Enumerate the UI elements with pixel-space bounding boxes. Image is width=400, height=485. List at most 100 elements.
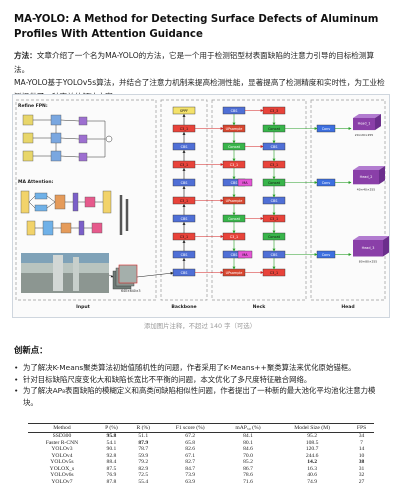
c3-block: C3_1 [173,125,195,132]
concat-block: Concat [223,215,245,222]
c3-block: C3_1 [223,233,245,240]
table-cell: YOLOv7 [28,479,96,485]
col-fps: FPS [349,424,374,433]
concat-block: Concat [263,125,285,132]
concat-block-label: Concat [268,181,281,185]
innovation-item-2: 针对目标缺陷尺度变化大和缺陷长宽比不平衡的问题，本文优化了多尺度特征融合网络。 [14,374,388,386]
concat-block: Concat [263,233,285,240]
input-size-label: 640×640×3 [121,289,141,293]
c3-block: C3_1 [263,161,285,168]
cbs-block-label: CBS [181,253,188,257]
cbs-block: CBS [263,143,285,150]
table-cell: 71.6 [221,479,275,485]
c3-block: C3_1 [263,269,285,276]
neck-section-label: Neck [253,304,267,310]
table-cell: 51.1 [127,433,160,440]
cbs-block: CBS [173,215,195,222]
head-dim-label: 20×20×255 [355,133,373,137]
c3-block: C3_1 [173,233,195,240]
conv-block-label: Conv [322,127,331,131]
c3-block-label: C3_1 [180,199,188,203]
cbs-block-label: CBS [181,271,188,275]
c3-block-label: C3_1 [180,235,188,239]
head-label: Head_2 [360,175,373,179]
upsample-block-label: UPsample [226,127,243,131]
conv-block-label: Conv [322,253,331,257]
head-cube-3: Head_3 80×80×255 [353,236,389,264]
table-cell: 95.2 [275,433,349,440]
refine-fpn-diagram [23,115,112,161]
sppf-block: SPPF [173,107,195,114]
c3-block: C3_1 [173,161,195,168]
architecture-figure: Refine FPN: MA Attention: [12,94,390,318]
table-cell: 87.8 [96,479,127,485]
input-image [21,253,137,293]
concat-block: Concat [223,143,245,150]
cbs-block: CBS [173,251,195,258]
conv-block: Conv [317,125,335,132]
table-cell: SSD300 [28,433,96,440]
cbs-block: CBS [263,197,285,204]
table-cell: 34 [349,433,374,440]
cbs-block-label: CBS [271,253,278,257]
col-method: Method [28,424,96,433]
head-cube-1: Head_1 20×20×255 [353,114,381,137]
concat-block-label: Concat [268,235,281,239]
table-cell: 74.9 [275,479,349,485]
upsample-block: UPsample [223,197,245,204]
cbs-block: CBS [173,269,195,276]
head-section-label: Head [341,304,354,310]
upsample-block-label: UPsample [226,199,243,203]
head-label: Head_3 [362,246,375,250]
innovation-item-3: 为了解决AP₈表面缺陷的模糊定义和高类间缺陷相似性问题，作者提出了一种新的最大池… [14,385,388,408]
head-label: Head_1 [358,122,371,126]
col-recall: R (%) [127,424,160,433]
cbs-block-label: CBS [231,181,238,185]
c3-block-label: C3_1 [270,163,278,167]
figure-caption: 添加图片注释，不超过 140 字（可选） [0,321,400,330]
ma-block: MA [238,251,252,258]
ma-attention-label: MA Attention: [18,179,54,185]
c3-block: C3_1 [263,215,285,222]
table-cell: 55.4 [127,479,160,485]
refine-fpn-label: Refine FPN: [18,103,48,109]
col-precision: P (%) [96,424,127,433]
cbs-block: CBS [223,107,245,114]
cbs-block: CBS [173,143,195,150]
cbs-block-label: CBS [181,145,188,149]
concat-block-label: Concat [268,127,281,131]
table-cell: 67.2 [160,433,221,440]
cbs-block-label: CBS [181,181,188,185]
cbs-block-label: CBS [271,199,278,203]
input-arrow [137,273,173,277]
concat-block-label: Concat [228,217,241,221]
cbs-block-label: CBS [181,217,188,221]
head-dim-label: 80×80×255 [359,260,377,264]
table-cell: 63.9 [160,479,221,485]
conv-block-label: Conv [322,181,331,185]
concat-block-label: Concat [228,145,241,149]
table-cell: 95.8 [96,433,127,440]
c3-block-label: C3_1 [230,163,238,167]
upsample-block-label: UPsample [226,271,243,275]
conv-block: Conv [317,179,335,186]
method-text-1: 文章介绍了一个名为MA-YOLO的方法，它是一个用于检测铝型材表面缺陷的注意力引… [14,51,374,74]
concat-block: Concat [263,179,285,186]
cbs-block: CBS [263,251,285,258]
c3-block: C3_1 [173,197,195,204]
c3-block-label: C3_1 [270,217,278,221]
cbs-block-label: CBS [231,253,238,257]
innovation-heading: 创新点： [14,344,48,356]
c3-block-label: C3_1 [180,127,188,131]
table-cell: 84.1 [221,433,275,440]
ma-block-label: MA [242,181,248,185]
results-table: Method P (%) R (%) F1 score (%) mAP₅₀ (%… [28,423,374,485]
backbone-section-label: Backbone [171,304,196,310]
upsample-block: UPsample [223,125,245,132]
c3-block: C3_1 [223,161,245,168]
conv-block: Conv [317,251,335,258]
head-cube-2: Head_240×40×255 [353,166,385,191]
